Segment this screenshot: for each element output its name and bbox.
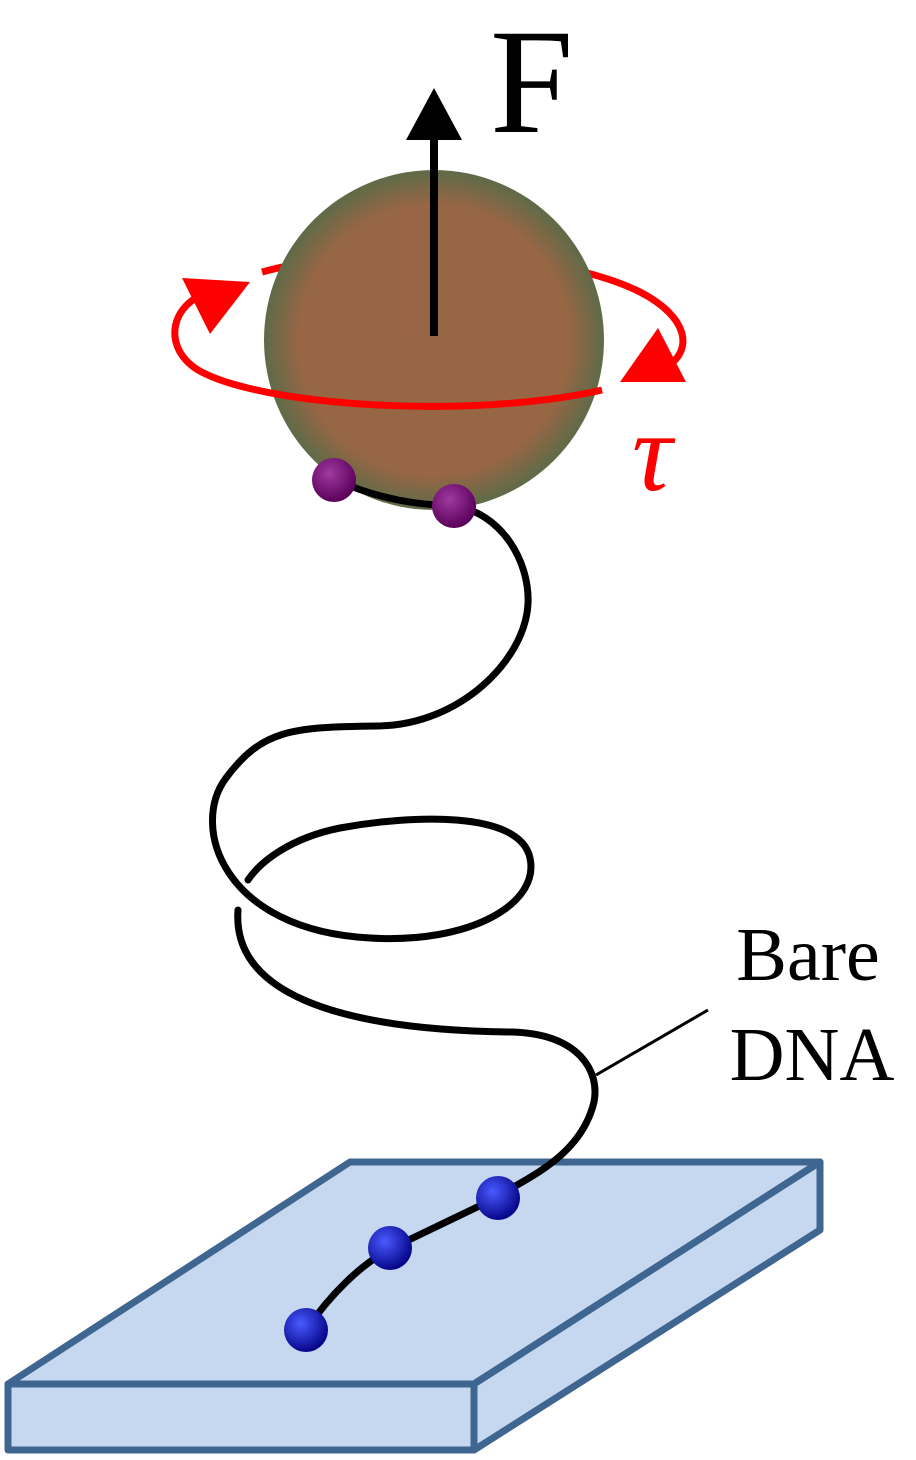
anchor-dot-top-left xyxy=(312,458,356,502)
dna-label-pointer xyxy=(595,1008,709,1077)
magnetic-bead xyxy=(264,170,604,510)
slab-side-face xyxy=(470,1158,824,1454)
dna-label-line1: Bare xyxy=(736,913,879,997)
force-arrowhead xyxy=(406,88,462,140)
anchor-dot-bottom-1 xyxy=(476,1176,520,1220)
torque-ring-front xyxy=(171,288,603,410)
dna-label-line2: DNA xyxy=(730,1013,895,1097)
torque-label: τ xyxy=(632,391,676,515)
slab-front-face xyxy=(4,1380,478,1454)
surface-slab xyxy=(4,1158,824,1454)
torque-arrowhead-right xyxy=(620,328,686,382)
torque-arrowhead-left xyxy=(182,278,250,334)
anchor-dot-bottom-2 xyxy=(368,1226,412,1270)
anchor-dot-top-right xyxy=(432,484,476,528)
force-label: F xyxy=(490,0,573,165)
anchor-dot-bottom-3 xyxy=(284,1308,328,1352)
